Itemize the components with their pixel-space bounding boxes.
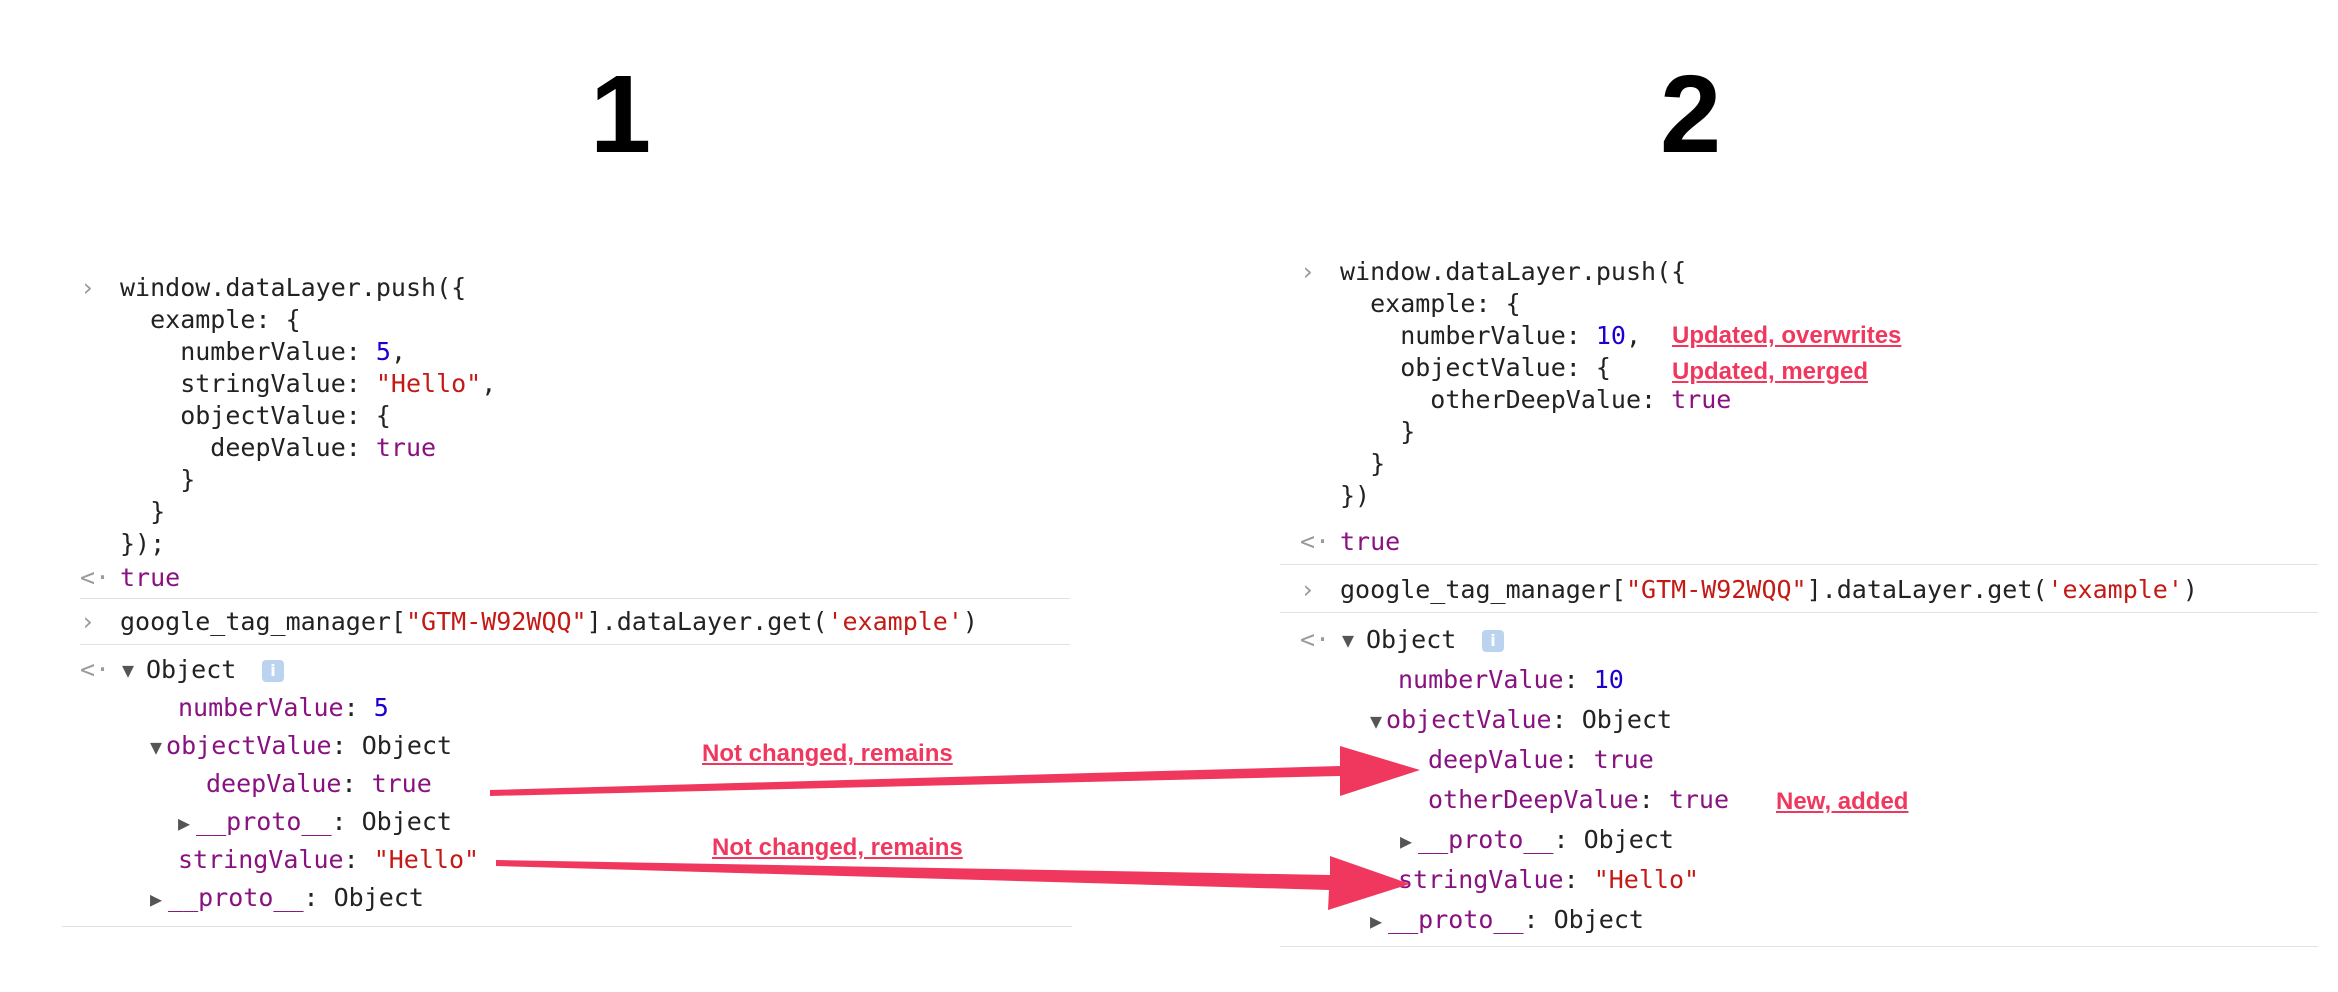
get-command-line[interactable]: google_tag_manager["GTM-W92WQQ"].dataLay…: [1300, 574, 2198, 606]
info-icon[interactable]: i: [262, 660, 284, 682]
result-arrow-icon: <·: [1300, 625, 1331, 654]
code-line: }: [1340, 449, 1386, 478]
code-line: otherDeepValue: true: [1340, 385, 1732, 414]
expanded-triangle-icon[interactable]: ▼: [1370, 709, 1383, 733]
tree-row-object[interactable]: ▼objectValue: Object: [1370, 705, 1673, 734]
get-command-line[interactable]: google_tag_manager["GTM-W92WQQ"].dataLay…: [80, 606, 978, 638]
tree-row-string: stringValue: "Hello": [1398, 865, 1700, 894]
result-arrow-icon: <·: [1300, 527, 1331, 556]
divider: [1280, 946, 2318, 947]
expanded-triangle-icon[interactable]: ▼: [150, 735, 163, 759]
collapsed-triangle-icon[interactable]: ▶: [1400, 829, 1413, 853]
code-line: example: {: [120, 305, 301, 334]
tree-row-number: numberValue: 10: [1398, 665, 1624, 694]
code-line: }: [120, 497, 166, 526]
result-arrow-icon: <·: [80, 563, 111, 592]
note-updated-overwrites: Updated, overwrites: [1672, 322, 1902, 349]
note-not-changed-2: Not changed, remains: [712, 834, 963, 861]
result-line: <·true: [1300, 527, 1401, 556]
tree-row-deep: deepValue: true: [206, 769, 432, 798]
tree-row-proto[interactable]: ▶__proto__: Object: [1400, 825, 1674, 854]
expanded-triangle-icon[interactable]: ▼: [122, 658, 135, 682]
panel-1-title: 1: [590, 53, 652, 176]
note-updated-merged: Updated, merged: [1672, 358, 1869, 385]
divider: [80, 644, 1070, 645]
divider: [1280, 612, 2318, 613]
tree-row-proto[interactable]: ▶__proto__: Object: [178, 807, 452, 836]
divider: [1280, 564, 2318, 565]
code-line: numberValue: 10,: [1340, 321, 1642, 350]
tree-row-number: numberValue: 5: [178, 693, 389, 722]
code-line: objectValue: {: [1340, 353, 1611, 382]
result-line: <·true: [80, 563, 181, 592]
code-line: }: [120, 465, 196, 494]
result-arrow-icon: <·: [80, 655, 111, 684]
arrow-string-value: [496, 856, 1410, 910]
expanded-triangle-icon[interactable]: ▼: [1342, 628, 1355, 652]
tree-row-other-deep: otherDeepValue: true: [1428, 785, 1730, 814]
code-line: deepValue: true: [120, 433, 437, 462]
arrow-deep-value: [490, 746, 1420, 796]
collapsed-triangle-icon[interactable]: ▶: [1370, 909, 1383, 933]
collapsed-triangle-icon[interactable]: ▶: [178, 811, 191, 835]
tree-row-deep: deepValue: true: [1428, 745, 1654, 774]
note-not-changed-1: Not changed, remains: [702, 740, 953, 767]
code-line: });: [120, 529, 166, 558]
note-new-added: New, added: [1776, 788, 1909, 815]
tree-row-string: stringValue: "Hello": [178, 845, 480, 874]
code-line: objectValue: {: [120, 401, 391, 430]
code-line: }): [1340, 481, 1371, 510]
info-icon[interactable]: i: [1482, 630, 1504, 652]
code-line: example: {: [1340, 289, 1521, 318]
code-line: stringValue: "Hello",: [120, 369, 497, 398]
tree-row-object[interactable]: ▼objectValue: Object: [150, 731, 453, 760]
right-console: window.dataLayer.push({ example: { numbe…: [1280, 0, 2338, 992]
left-console: window.dataLayer.push({ example: { numbe…: [62, 0, 1080, 992]
code-line: numberValue: 5,: [120, 337, 406, 366]
push-command-line[interactable]: window.dataLayer.push({: [1300, 256, 1686, 288]
tree-row-proto[interactable]: ▶__proto__: Object: [1370, 905, 1644, 934]
push-command-line[interactable]: window.dataLayer.push({: [80, 272, 466, 304]
divider: [80, 598, 1070, 599]
tree-row-proto[interactable]: ▶__proto__: Object: [150, 883, 424, 912]
divider: [62, 926, 1072, 927]
panel-2-title: 2: [1660, 53, 1722, 176]
code-line: }: [1340, 417, 1416, 446]
collapsed-triangle-icon[interactable]: ▶: [150, 887, 163, 911]
